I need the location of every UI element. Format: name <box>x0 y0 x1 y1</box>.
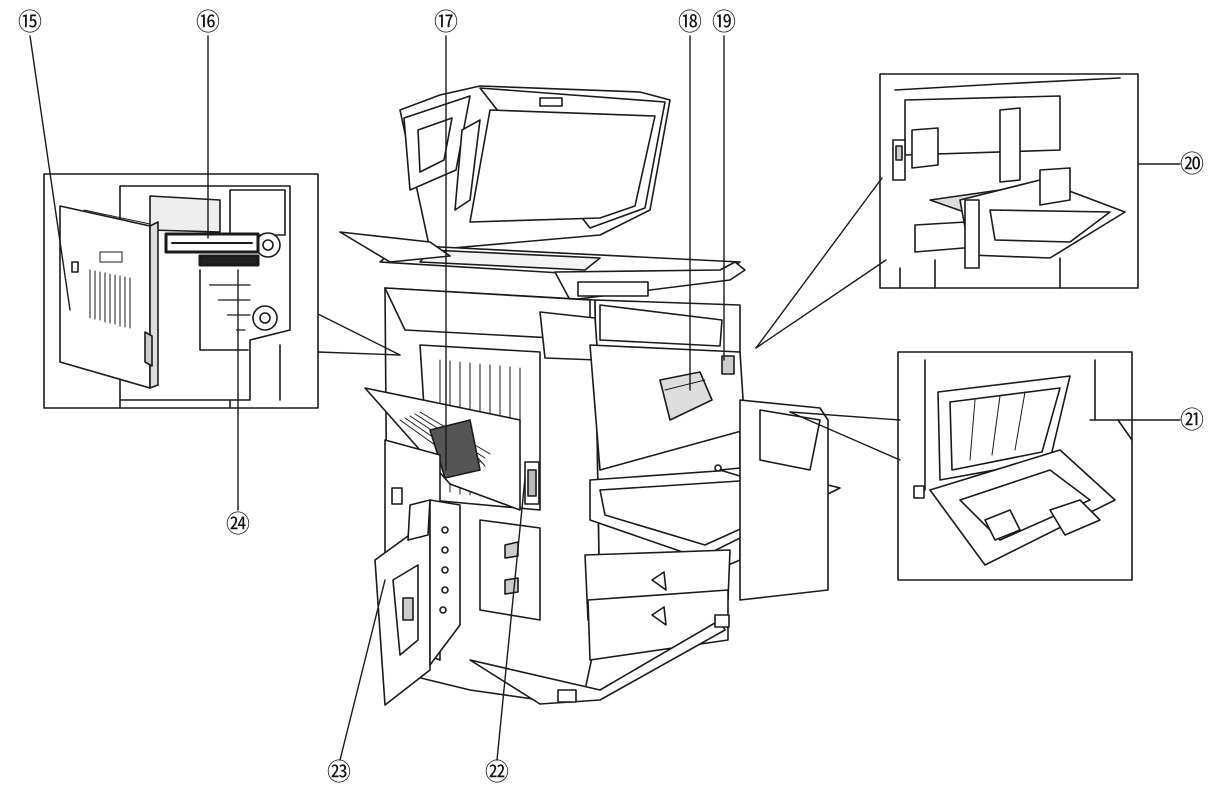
callout-23: ㉓ <box>327 758 351 786</box>
leader-lines <box>29 35 1181 761</box>
callout-18: ⑱ <box>678 8 702 36</box>
callout-19: ⑲ <box>712 8 736 36</box>
callout-17: ⑰ <box>434 8 458 36</box>
callout-24: ㉔ <box>226 510 250 538</box>
callout-22: ㉒ <box>485 758 509 786</box>
inset-bypass-tray <box>879 73 1139 289</box>
main-copier <box>339 85 841 706</box>
callout-21: ㉑ <box>1180 406 1204 434</box>
inset-front-cover <box>897 351 1133 581</box>
callout-15: ⑮ <box>18 8 42 36</box>
vent-grille <box>89 251 131 329</box>
inset-side-cover <box>43 173 319 409</box>
callout-16: ⑯ <box>196 8 220 36</box>
callout-20: ⑳ <box>1180 150 1204 178</box>
